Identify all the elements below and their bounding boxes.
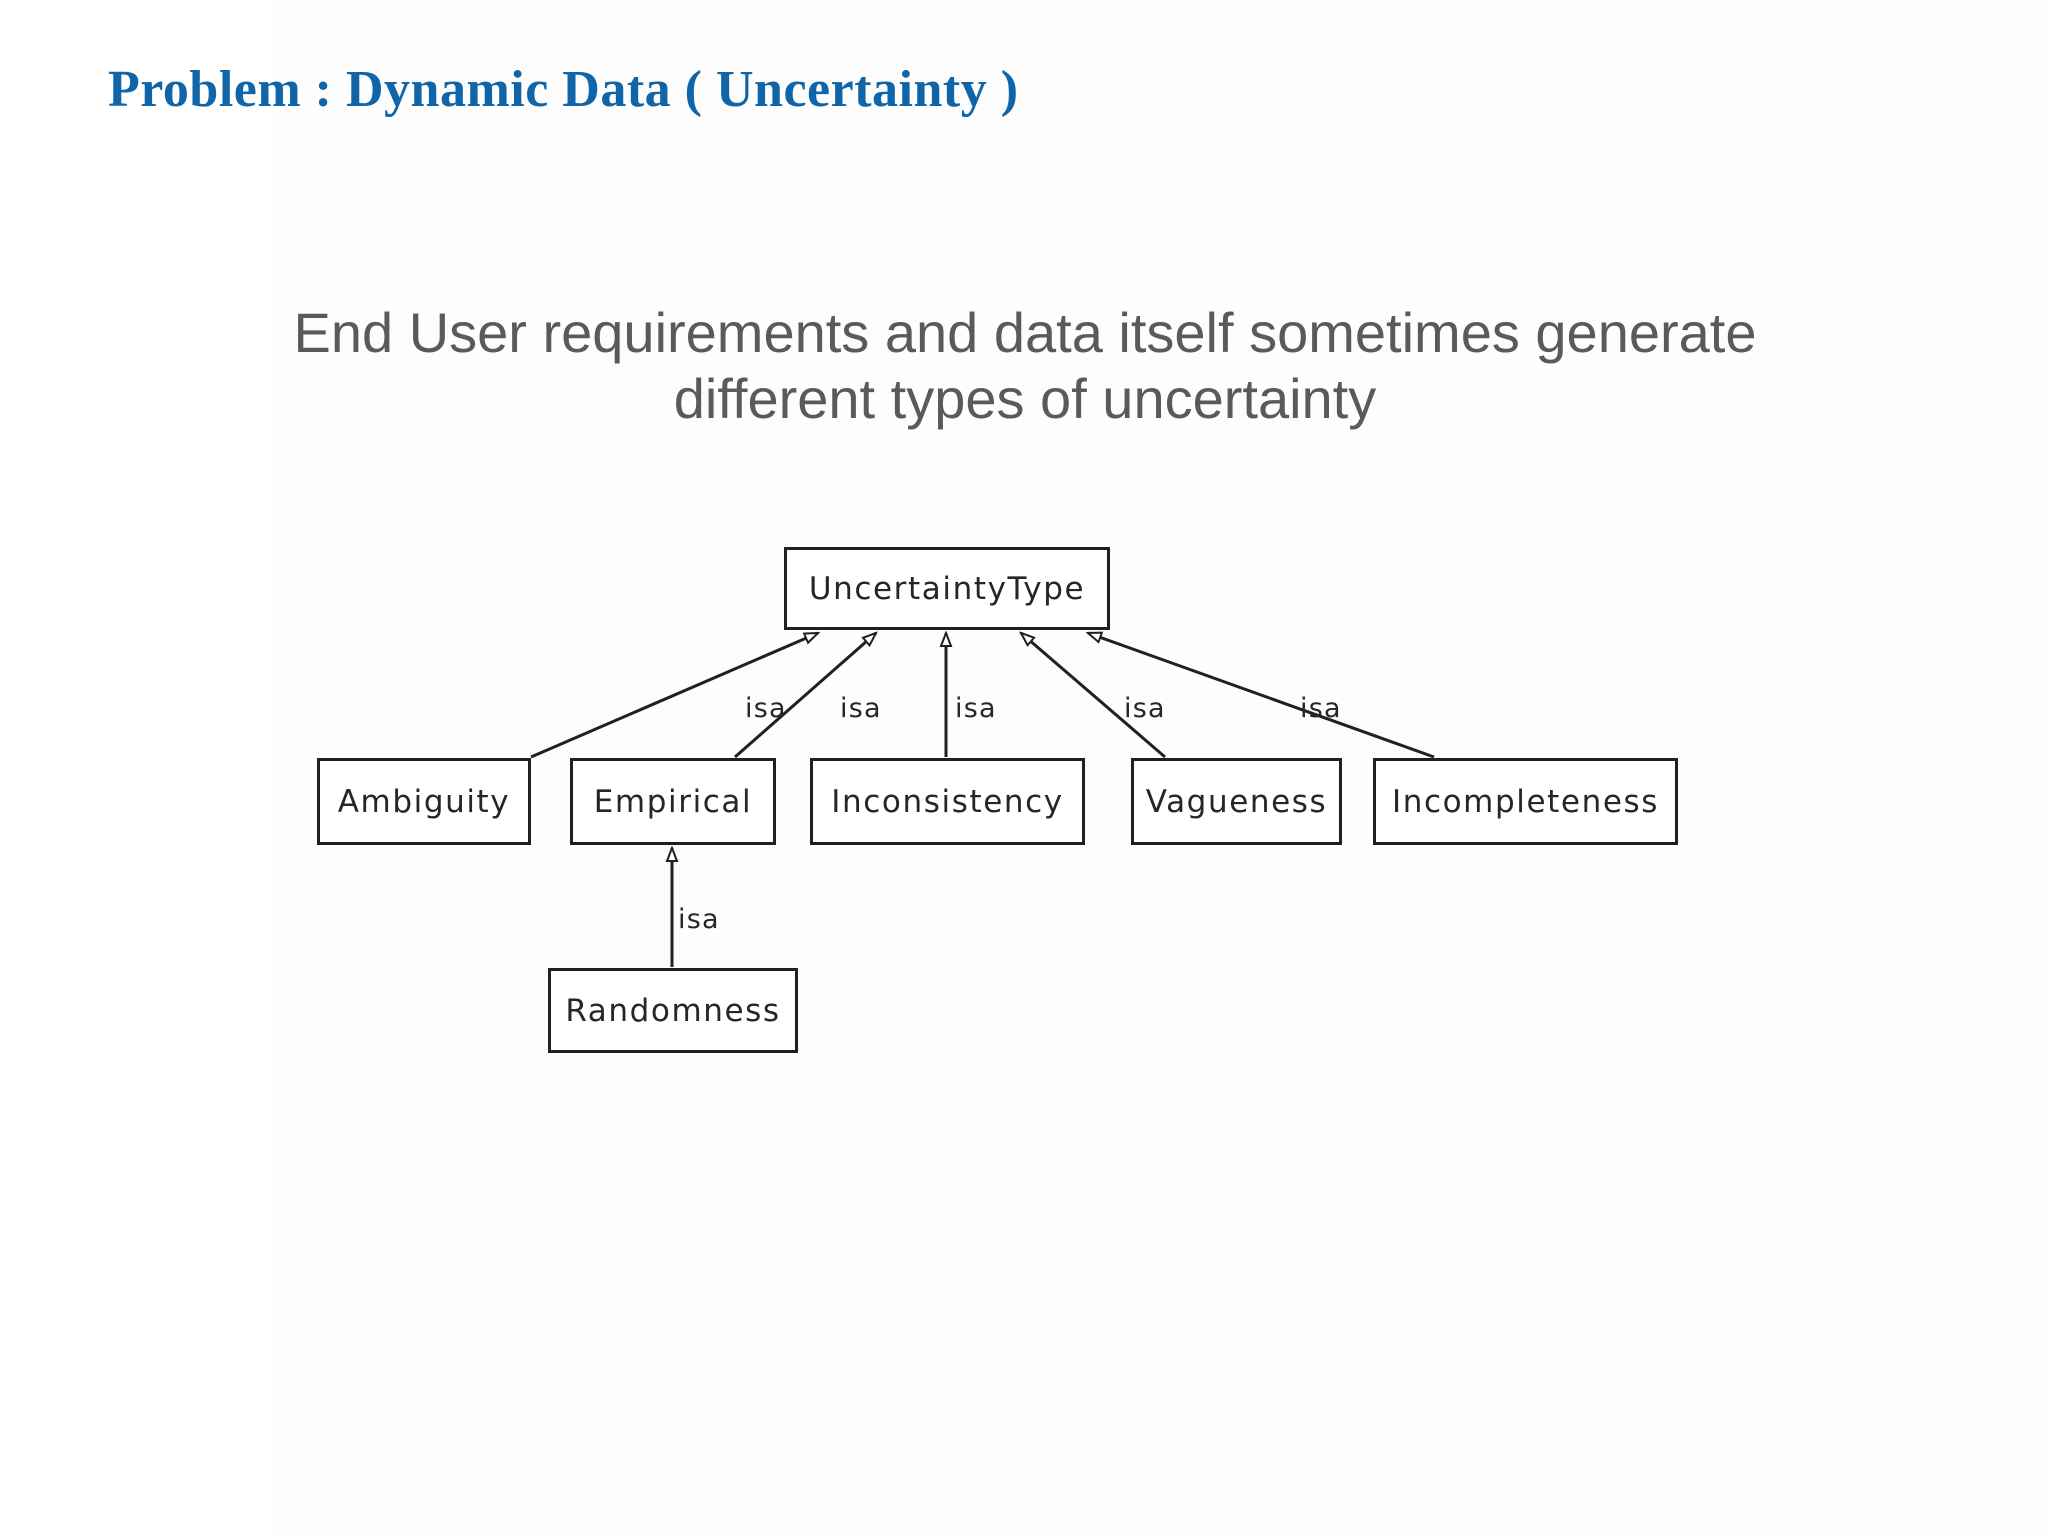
node-empirical[interactable]: Empirical [570, 758, 776, 845]
node-incompleteness[interactable]: Incompleteness [1373, 758, 1678, 845]
node-ambiguity[interactable]: Ambiguity [317, 758, 531, 845]
edge-label-incompleteness-isa: isa [1300, 693, 1342, 724]
edge-label-empirical-isa: isa [840, 693, 882, 724]
node-uncertainty-type[interactable]: UncertaintyType [784, 547, 1110, 630]
edge-incompleteness-isa [1088, 631, 1435, 759]
edge-vagueness-isa [1021, 633, 1166, 759]
edge-empirical-isa [734, 633, 876, 759]
node-label: Inconsistency [831, 783, 1064, 820]
node-label: Empirical [593, 783, 753, 820]
subtitle-line-2: different types of uncertainty [673, 367, 1377, 431]
edge-label-ambiguity-isa: isa [745, 693, 787, 724]
node-inconsistency[interactable]: Inconsistency [810, 758, 1085, 845]
node-label: Ambiguity [337, 783, 511, 820]
node-label: Vagueness [1145, 783, 1328, 820]
edge-ambiguity-isa [530, 631, 818, 759]
subtitle-line-1: End User requirements and data itself so… [293, 301, 1757, 364]
slide-subtitle: End User requirements and data itself so… [90, 300, 1960, 432]
node-label: Randomness [565, 992, 781, 1029]
node-randomness[interactable]: Randomness [548, 968, 798, 1053]
edge-label-vagueness-isa: isa [1124, 693, 1166, 724]
node-vagueness[interactable]: Vagueness [1131, 758, 1342, 845]
node-label: UncertaintyType [808, 570, 1086, 607]
edge-label-randomness-isa: isa [678, 904, 720, 935]
page-title: Problem : Dynamic Data ( Uncertainty ) [108, 61, 1019, 118]
node-label: Incompleteness [1391, 783, 1659, 820]
edge-label-inconsistency-isa: isa [955, 693, 997, 724]
